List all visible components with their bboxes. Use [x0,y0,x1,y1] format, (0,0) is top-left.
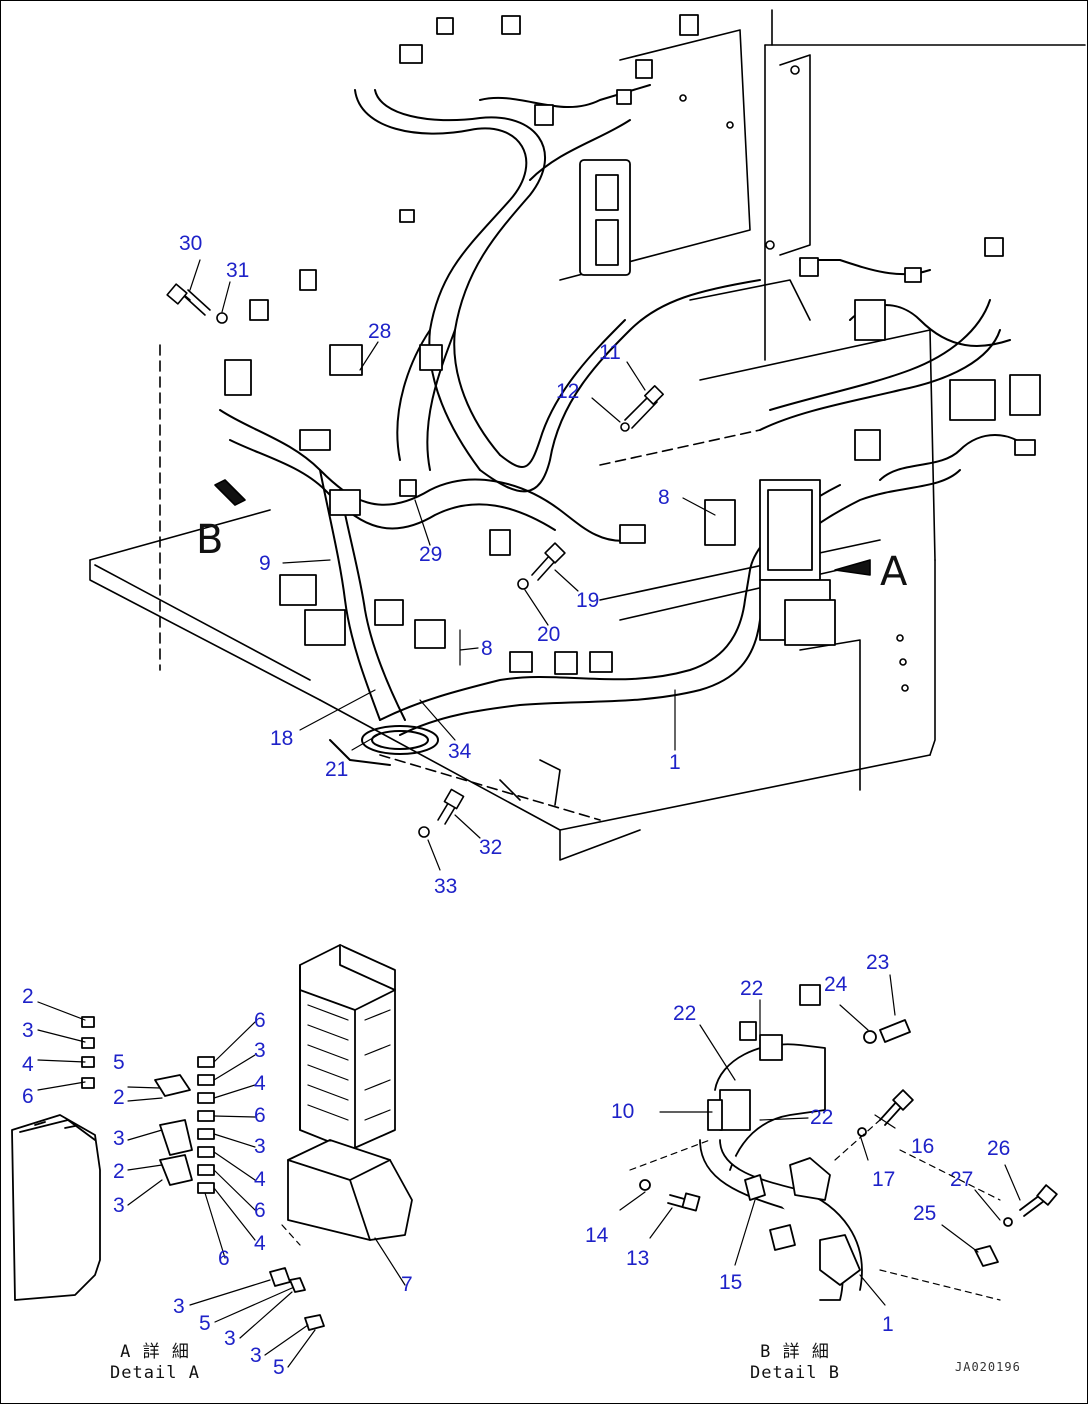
callout-28: 28 [368,320,392,343]
detail-b-callout-22a: 22 [740,977,764,1000]
drawing-code: JA020196 [955,1360,1021,1374]
view-letter-a: A [880,549,908,595]
detail-a-callout-3: 3 [22,1019,34,1042]
detail-b-callout-26: 26 [987,1137,1011,1160]
detail-b-callout-1: 1 [882,1313,894,1336]
leader-lines [189,259,716,871]
callout-12: 12 [556,380,580,403]
detail-a-callout-4b: 4 [254,1072,266,1095]
detail-b-leaders [619,974,1021,1306]
detail-a-callout-4d: 4 [254,1232,266,1255]
connectors [224,14,1041,675]
detail-a-callout-4: 4 [22,1053,34,1076]
detail-a-callout-3h: 3 [250,1344,262,1367]
detail-a-callout-6: 6 [22,1085,34,1108]
detail-a-callout-6b: 6 [254,1009,266,1032]
detail-b-callout-10: 10 [611,1100,635,1123]
harness-bundles [219,84,1031,766]
detail-b-callout-27: 27 [950,1168,974,1191]
detail-b-callout-22b: 22 [673,1002,697,1025]
detail-b-callout-16: 16 [911,1135,935,1158]
detail-a-callout-6d: 6 [254,1199,266,1222]
callout-33: 33 [434,875,458,898]
detail-b-caption: B 詳 細 Detail B [740,1342,850,1385]
callout-31: 31 [226,259,250,282]
callout-18: 18 [270,727,294,750]
detail-a-caption-en: Detail A [110,1363,200,1384]
detail-a-drawing [11,944,413,1331]
fuse-row [197,1056,215,1194]
detail-a-callout-4c: 4 [254,1168,266,1191]
detail-a-callout-6c: 6 [254,1104,266,1127]
detail-a-callout-5c: 5 [273,1356,285,1379]
detail-b-callout-24: 24 [824,973,848,996]
callout-29: 29 [419,543,443,566]
callout-34: 34 [448,740,472,763]
detail-b-caption-en: Detail B [750,1363,840,1384]
detail-b-callout-17: 17 [872,1168,896,1191]
detail-a-callout-7: 7 [401,1273,413,1296]
detail-a-callout-5b: 5 [199,1312,211,1335]
detail-b-callout-13: 13 [626,1247,650,1270]
callout-8-lower: 8 [481,637,493,660]
callout-11: 11 [599,341,621,364]
callout-19: 19 [576,589,600,612]
detail-a-callout-3c: 3 [113,1194,125,1217]
fasteners [166,283,871,838]
detail-a-callout-5: 5 [113,1051,125,1074]
detail-b-callout-15: 15 [719,1271,743,1294]
callout-20: 20 [537,623,561,646]
detail-a-leaders [37,1001,406,1368]
detail-b-callout-14: 14 [585,1224,609,1247]
detail-b-callout-23: 23 [866,951,890,974]
detail-a-callout-3b: 3 [113,1127,125,1150]
detail-a-callout-3g: 3 [224,1327,236,1350]
detail-a-callout-3d: 3 [254,1039,266,1062]
callout-8-upper: 8 [658,486,670,509]
view-letter-b: B [196,517,224,563]
detail-a-callout-3f: 3 [173,1295,185,1318]
callout-21: 21 [325,758,349,781]
callout-32: 32 [479,836,503,859]
detail-b-callout-25: 25 [913,1202,937,1225]
detail-a-caption-jp: A 詳 細 [120,1342,190,1362]
detail-a-callout-2b: 2 [113,1086,125,1109]
detail-a-callout-2: 2 [22,985,34,1008]
callout-30: 30 [179,232,203,255]
callout-1-main: 1 [669,751,681,774]
detail-a-callout-3e: 3 [254,1135,266,1158]
detail-a-callout-2c: 2 [113,1160,125,1183]
cab-frame [89,9,1086,861]
detail-a-callout-6e: 6 [218,1247,230,1270]
detail-b-callout-22c: 22 [810,1106,834,1129]
detail-b-caption-jp: B 詳 細 [760,1342,830,1362]
callout-9: 9 [259,552,271,575]
detail-b-drawing [639,984,1058,1301]
detail-a-caption: A 詳 細 Detail A [100,1342,210,1385]
